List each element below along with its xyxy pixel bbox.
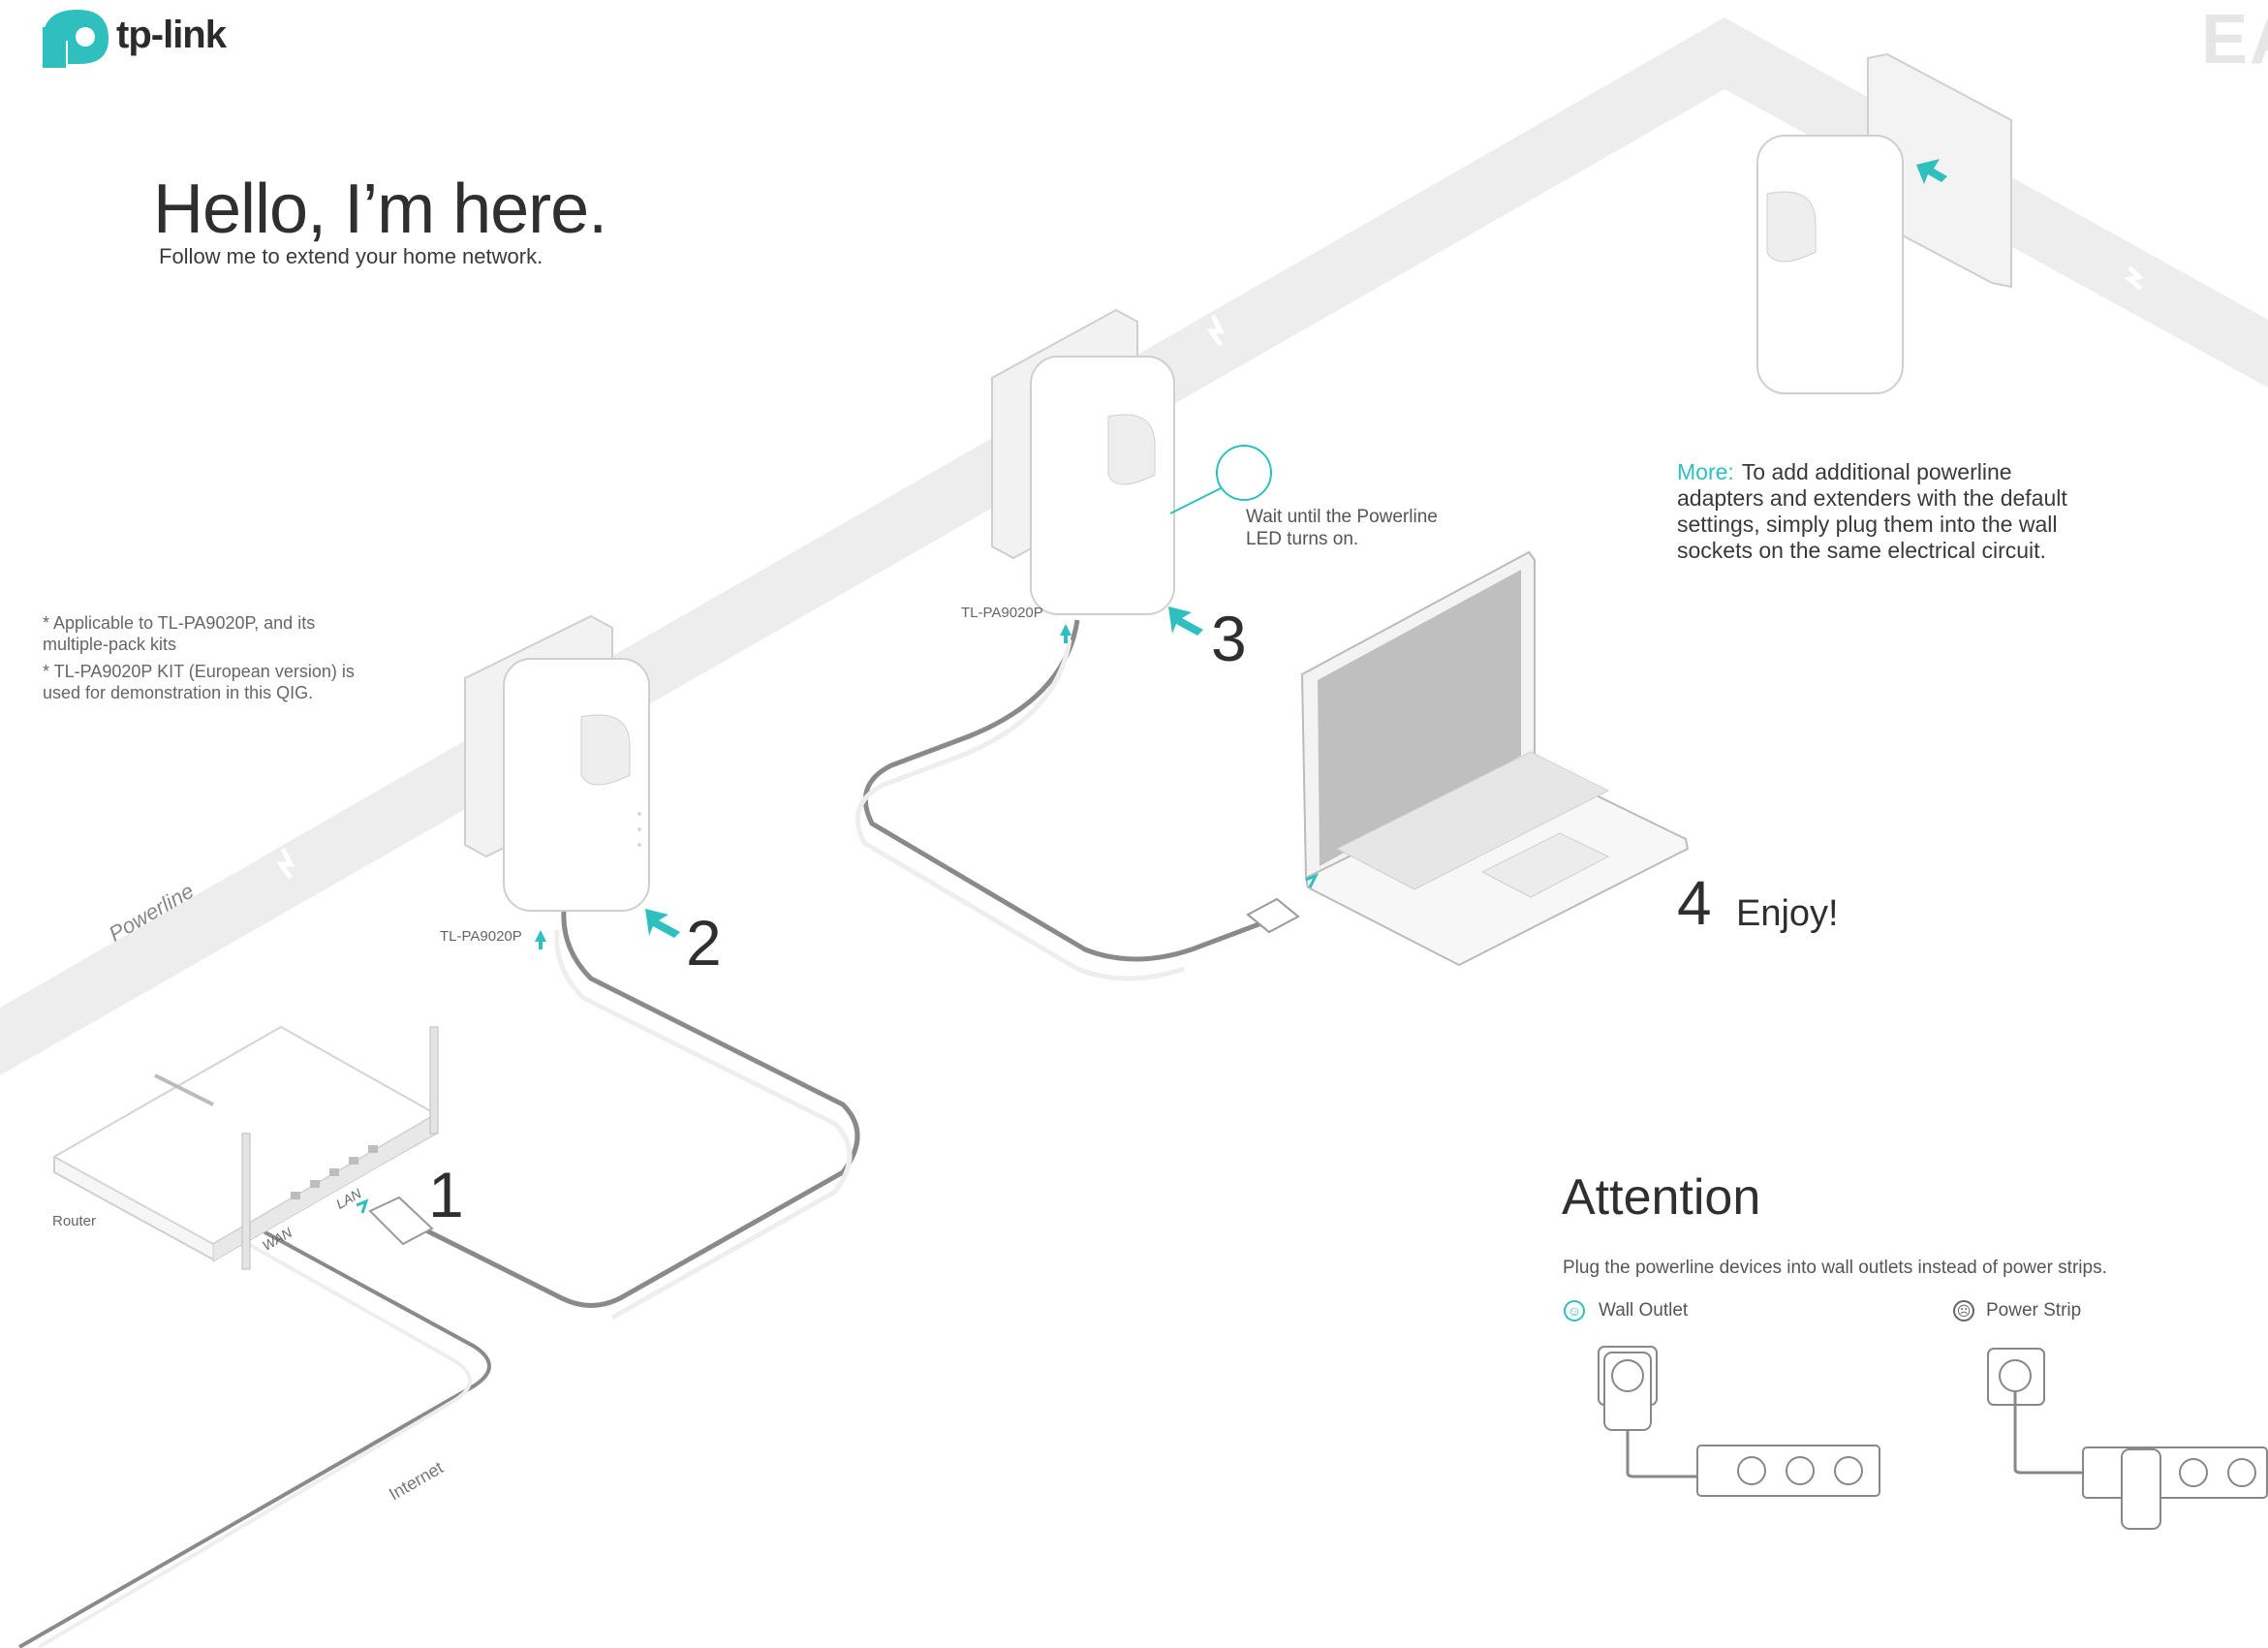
wall-outlet-label: Wall Outlet [1599, 1300, 1689, 1321]
eac-cert-mark: EAC [2201, 1, 2268, 78]
step-4-number: 4 [1677, 868, 1712, 938]
cable-adapter1-to-router [424, 910, 860, 1308]
powerline-adapter-2 [991, 308, 1272, 615]
attention-text: Plug the powerline devices into wall out… [1563, 1258, 2107, 1278]
router-device [51, 1025, 439, 1270]
frown-icon: ☹ [1953, 1300, 1974, 1322]
power-strip-label: Power Strip [1986, 1300, 2082, 1321]
step-4-text: Enjoy! [1736, 893, 1839, 934]
more-label: More: [1677, 459, 1734, 484]
step-3-note: Wait until the Powerline LED turns on. [1246, 507, 1438, 549]
powerline-adapter-1 [464, 614, 650, 912]
laptop-device [1300, 550, 1690, 967]
smile-icon: ☺ [1564, 1300, 1585, 1322]
wall-outlet-illustration [1598, 1346, 1880, 1497]
demo-version-note: * TL-PA9020P KIT (European version) is u… [43, 662, 355, 702]
cable-adapter2-to-laptop [862, 619, 1270, 962]
step-2-number: 2 [686, 907, 722, 979]
arrow-up-icon [535, 930, 546, 949]
applicability-note: * Applicable to TL-PA9020P, and its mult… [43, 613, 316, 654]
power-strip-illustration [1987, 1348, 2268, 1530]
more-text: To add additional powerline adapters and… [1677, 459, 2067, 563]
arrow-icon [645, 909, 680, 938]
router-label: Router [52, 1213, 97, 1229]
ethernet-plug-icon [1246, 873, 1320, 934]
lightning-icon [276, 265, 2145, 880]
arrow-icon [1168, 606, 1203, 636]
tp-link-logo-icon [43, 10, 109, 68]
ethernet-plug-icon [356, 1196, 434, 1246]
adapter-2-model: TL-PA9020P [961, 605, 1043, 621]
cable-internet [18, 1228, 491, 1648]
more-info: More:To add additional powerline adapter… [1677, 459, 2103, 564]
adapter-1-model: TL-PA9020P [440, 928, 522, 945]
step-1-number: 1 [428, 1159, 464, 1230]
step-3-number: 3 [1211, 603, 1247, 674]
arrow-up-icon [1060, 624, 1072, 643]
hero-subtitle: Follow me to extend your home network. [159, 244, 544, 268]
brand-name: tp-link [116, 14, 227, 56]
powerline-adapter-3 [1756, 52, 2012, 394]
hero-title: Hello, I’m here. [153, 171, 607, 248]
attention-title: Attention [1562, 1169, 1761, 1226]
